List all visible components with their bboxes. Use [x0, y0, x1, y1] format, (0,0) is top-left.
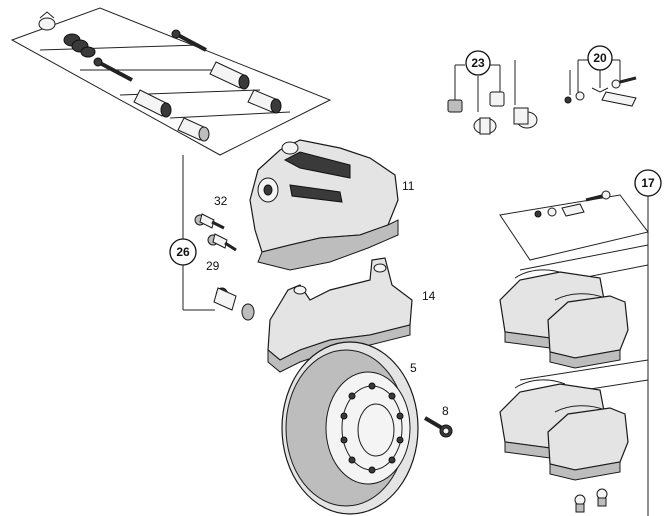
label-5: 5 — [410, 361, 417, 375]
callout-20 — [587, 45, 613, 71]
callout-23-label: 23 — [471, 56, 485, 70]
brake-disc-5 — [281, 341, 419, 515]
bolt-29 — [207, 233, 237, 252]
pad-set-upper — [499, 244, 649, 369]
callout-23 — [465, 50, 491, 76]
pin-part-b — [171, 29, 207, 52]
pad-hardware-17 — [499, 190, 649, 261]
bolt-32 — [194, 213, 225, 230]
sleeve-part-a — [133, 89, 172, 118]
label-11: 11 — [402, 179, 415, 193]
label-14: 14 — [422, 289, 436, 303]
pad-set-lower — [499, 359, 649, 481]
label-29: 29 — [206, 259, 220, 273]
label-32: 32 — [214, 194, 228, 208]
sleeve-part-b — [177, 117, 210, 142]
callout-group-20: 20 — [564, 45, 637, 107]
callout-26 — [169, 238, 197, 266]
pad-pins-17 — [574, 488, 608, 513]
spring-part — [63, 33, 96, 58]
label-8: 8 — [442, 404, 449, 418]
seal-parts-26 — [213, 287, 255, 321]
caliper-11 — [249, 139, 399, 271]
callout-26-label: 26 — [176, 245, 190, 259]
pin-part-a — [93, 57, 133, 82]
callout-20-label: 20 — [593, 51, 607, 65]
callout-group-23: 23 — [447, 50, 538, 135]
sleeve-part-d — [247, 89, 282, 114]
clip-part — [38, 11, 56, 31]
bolt-8 — [423, 416, 453, 438]
disc-bolt-holes — [340, 382, 404, 474]
sleeve-part-c — [209, 61, 250, 90]
callout-17-label: 17 — [641, 176, 655, 190]
